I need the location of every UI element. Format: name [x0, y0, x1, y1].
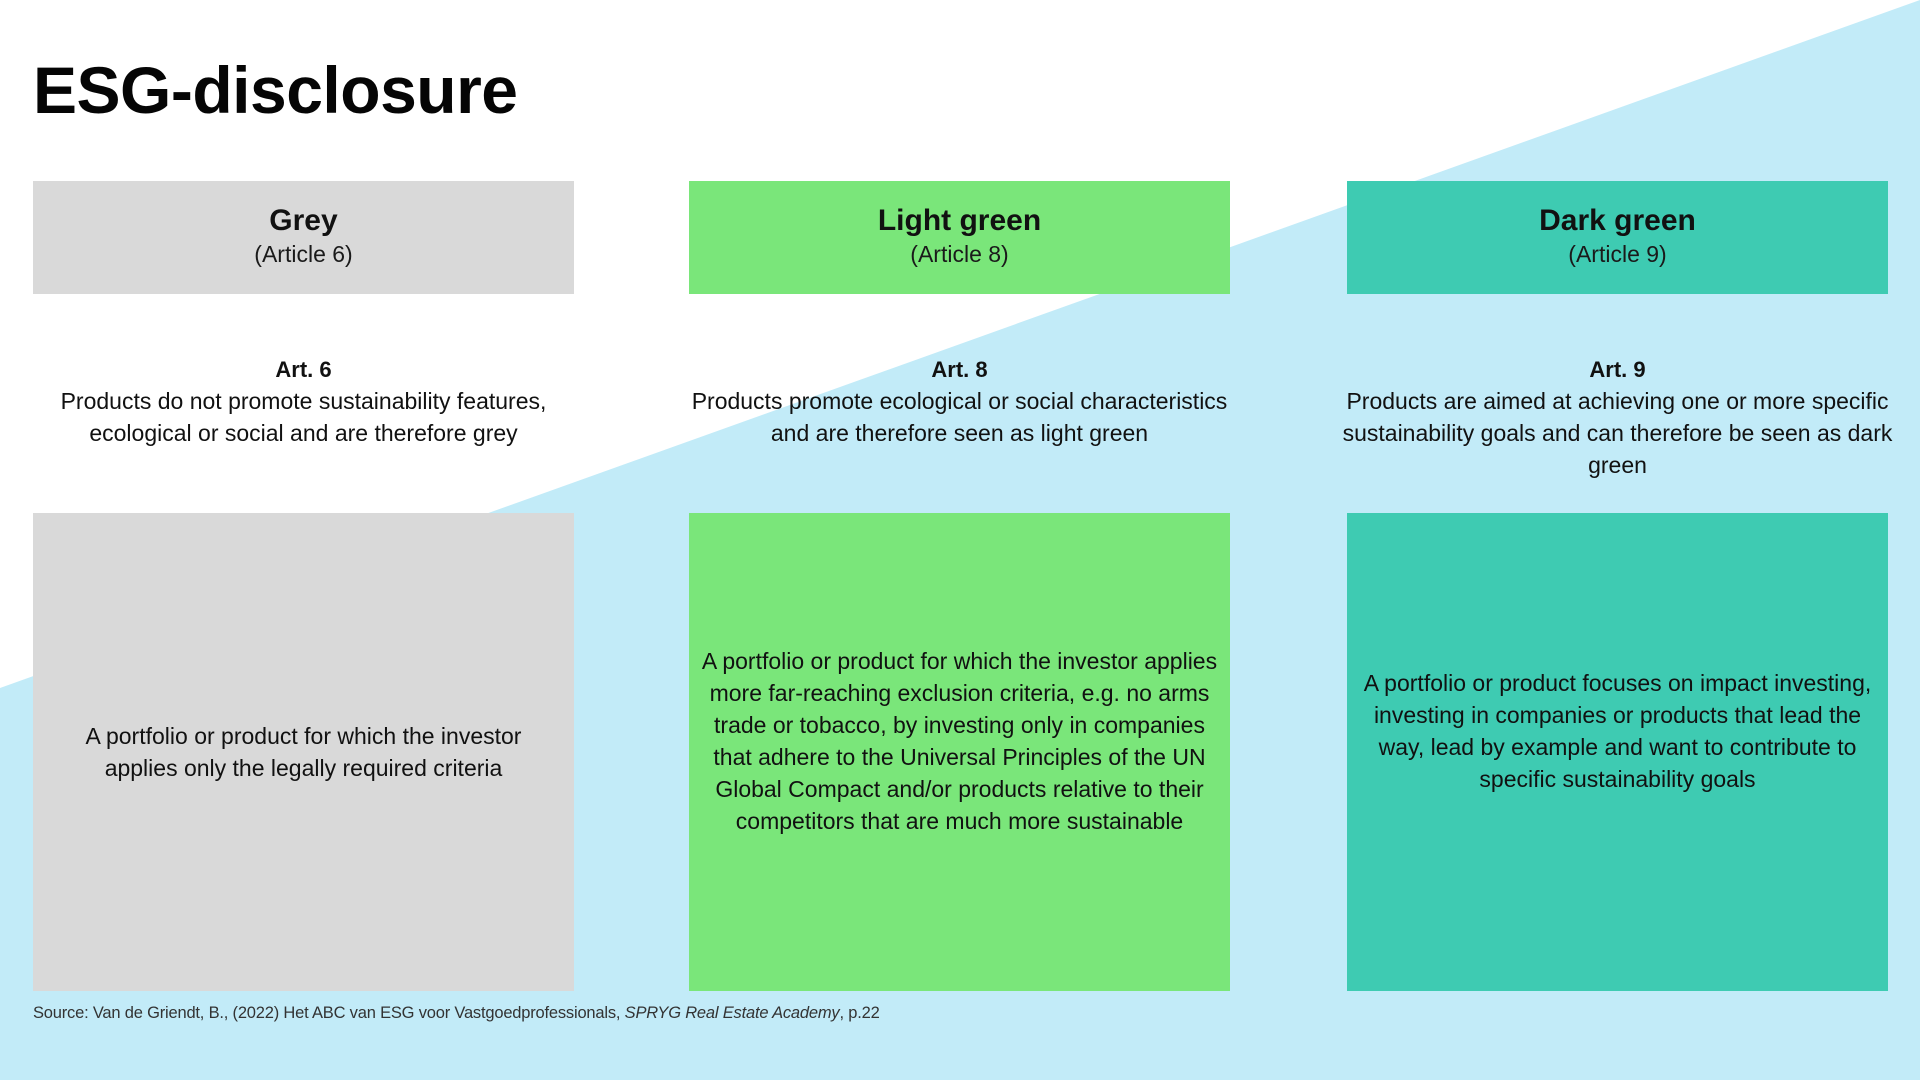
- article-text: Products are aimed at achieving one or m…: [1342, 388, 1893, 478]
- category-article: (Article 8): [910, 240, 1009, 267]
- source-publisher: SPRYG Real Estate Academy: [624, 1004, 840, 1022]
- page-title: ESG-disclosure: [33, 53, 518, 127]
- article-text: Products promote ecological or social ch…: [691, 388, 1228, 446]
- category-article: (Article 6): [254, 240, 353, 267]
- header-box-dark-green: Dark green (Article 9): [1347, 181, 1888, 294]
- definition-box-light-green: A portfolio or product for which the inv…: [689, 513, 1230, 991]
- article-description-grey: Art. 6 Products do not promote sustainab…: [23, 355, 584, 449]
- definition-box-dark-green: A portfolio or product focuses on impact…: [1347, 513, 1888, 991]
- definition-text: A portfolio or product for which the inv…: [701, 648, 1218, 834]
- header-box-grey: Grey (Article 6): [33, 181, 574, 294]
- article-description-dark-green: Art. 9 Products are aimed at achieving o…: [1337, 355, 1898, 481]
- category-article: (Article 9): [1568, 240, 1667, 267]
- source-page: , p.22: [839, 1004, 880, 1022]
- definition-text: A portfolio or product for which the inv…: [85, 723, 522, 781]
- article-label: Art. 8: [931, 357, 988, 382]
- article-label: Art. 6: [275, 357, 332, 382]
- article-text: Products do not promote sustainability f…: [60, 388, 547, 446]
- source-citation: Source: Van de Griendt, B., (2022) Het A…: [33, 1004, 880, 1023]
- header-box-light-green: Light green (Article 8): [689, 181, 1230, 294]
- article-description-light-green: Art. 8 Products promote ecological or so…: [679, 355, 1240, 449]
- definition-text: A portfolio or product focuses on impact…: [1363, 670, 1872, 792]
- category-name: Grey: [269, 203, 338, 237]
- category-name: Dark green: [1539, 203, 1696, 237]
- source-text: Source: Van de Griendt, B., (2022) Het A…: [33, 1004, 625, 1022]
- definition-box-grey: A portfolio or product for which the inv…: [33, 513, 574, 991]
- category-name: Light green: [877, 203, 1042, 237]
- article-label: Art. 9: [1589, 357, 1646, 382]
